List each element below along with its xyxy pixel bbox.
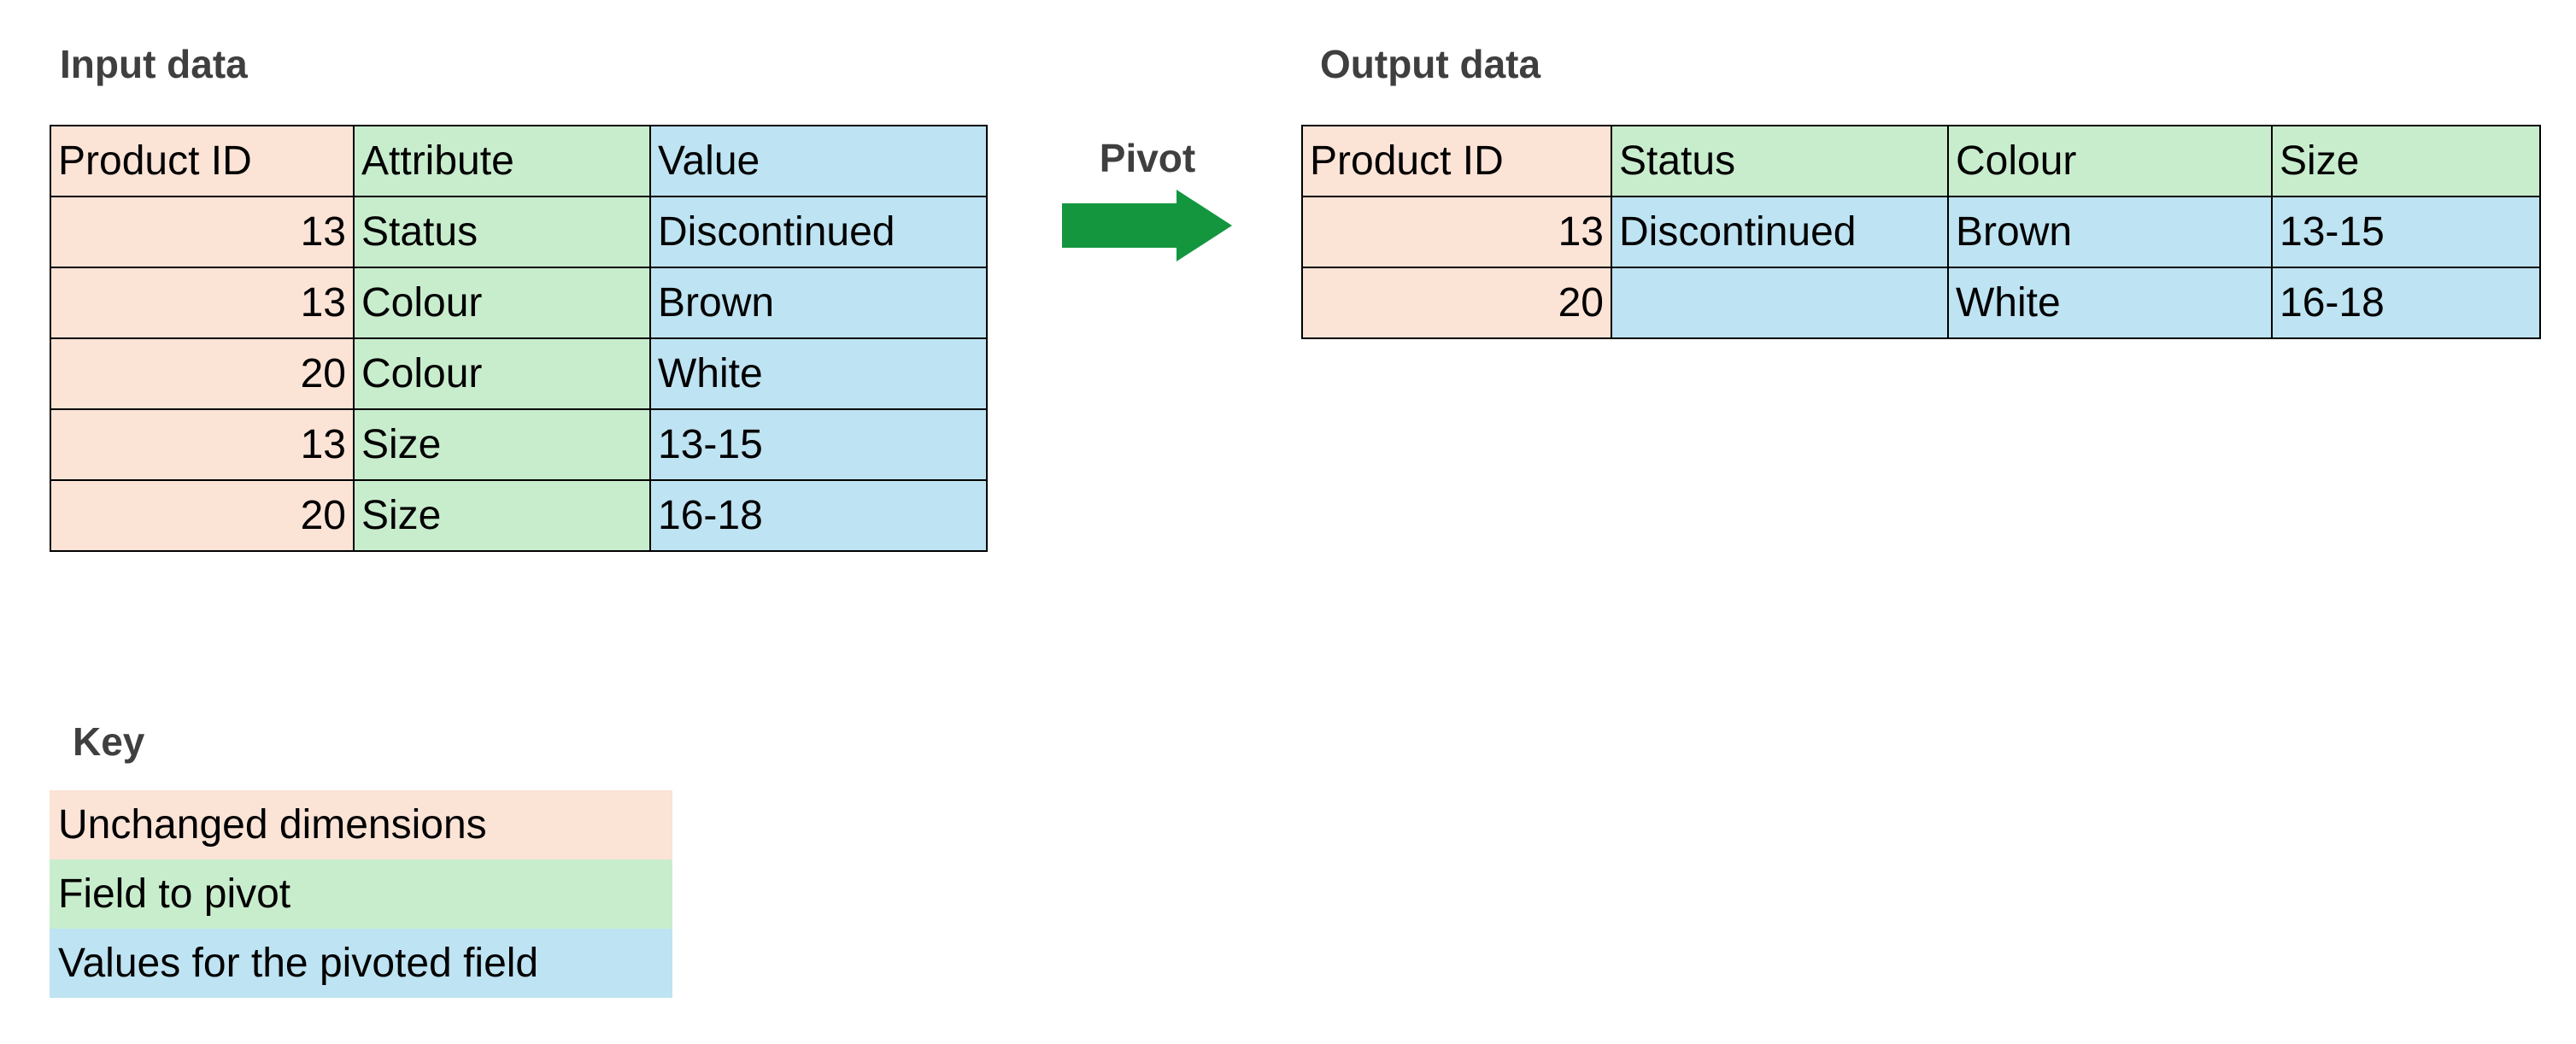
output-data-title: Output data [1320, 42, 1541, 86]
column-header: Colour [1947, 125, 2273, 197]
pivot-label: Pivot [1099, 136, 1196, 180]
table-cell: 16-18 [649, 479, 988, 552]
right-arrow-icon [1062, 190, 1232, 261]
column-header: Attribute [353, 125, 651, 197]
table-cell: Brown [1947, 196, 2273, 268]
column-header: Status [1611, 125, 1949, 197]
table-cell: Size [353, 408, 651, 481]
column-header: Product ID [1301, 125, 1612, 197]
table-cell: White [1947, 267, 2273, 339]
key-item: Unchanged dimensions [50, 790, 672, 859]
table-cell: 20 [50, 479, 355, 552]
key-title: Key [73, 719, 145, 764]
table-cell: White [649, 337, 988, 410]
table-cell: 13 [50, 196, 355, 268]
table-cell: Size [353, 479, 651, 552]
table-cell: Colour [353, 267, 651, 339]
column-header: Size [2271, 125, 2541, 197]
table-cell: Discontinued [649, 196, 988, 268]
key-item: Values for the pivoted field [50, 929, 672, 998]
table-cell: 20 [50, 337, 355, 410]
table-cell: 20 [1301, 267, 1612, 339]
table-cell: 13-15 [649, 408, 988, 481]
table-cell: Colour [353, 337, 651, 410]
column-header: Product ID [50, 125, 355, 197]
table-cell: Status [353, 196, 651, 268]
key-item: Field to pivot [50, 859, 672, 929]
table-cell: 13 [50, 408, 355, 481]
column-header: Value [649, 125, 988, 197]
table-cell: 16-18 [2271, 267, 2541, 339]
table-cell: 13 [50, 267, 355, 339]
table-cell: Discontinued [1611, 196, 1949, 268]
table-cell: Brown [649, 267, 988, 339]
table-cell: 13 [1301, 196, 1612, 268]
input-data-title: Input data [60, 42, 248, 86]
table-cell [1611, 267, 1949, 339]
table-cell: 13-15 [2271, 196, 2541, 268]
